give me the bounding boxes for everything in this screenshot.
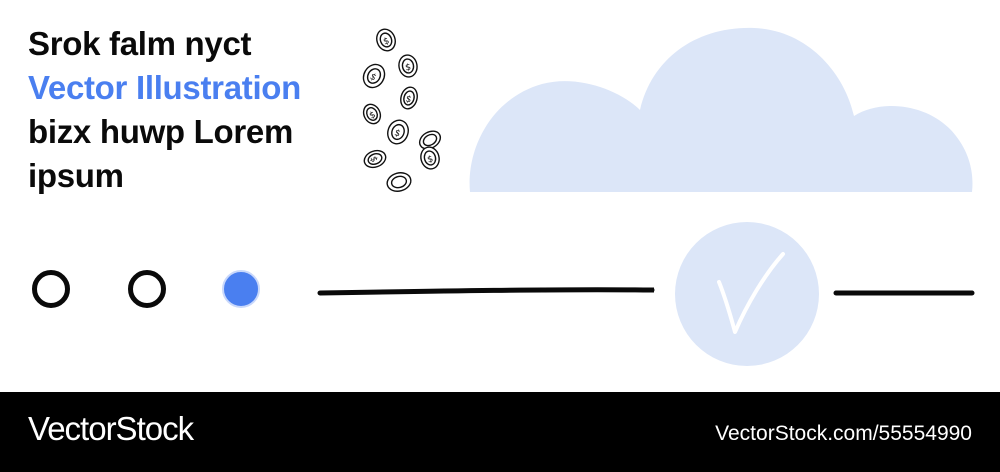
- svg-text:$: $: [368, 72, 378, 84]
- illustration-canvas: Srok falm nyct Vector Illustration bizx …: [28, 22, 975, 366]
- coin-icon: $: [398, 54, 418, 78]
- image-reference: VectorStock.com/55554990: [715, 422, 972, 445]
- progress-line: [317, 287, 975, 296]
- headline-line-3: bizx huwp Lorem: [28, 113, 294, 150]
- step-indicator-1: [32, 270, 70, 308]
- coin-icon: [418, 130, 442, 150]
- cloud-icon: [469, 27, 973, 192]
- step-indicator-2: [128, 270, 166, 308]
- svg-text:$: $: [382, 36, 391, 47]
- headline-line-4: ipsum: [28, 157, 124, 194]
- coin-icon: $: [362, 63, 386, 89]
- svg-text:$: $: [367, 155, 378, 164]
- coin-icon: $: [387, 119, 409, 145]
- svg-text:$: $: [426, 154, 434, 165]
- coin-icon: $: [376, 28, 396, 52]
- svg-text:$: $: [405, 63, 412, 74]
- svg-text:$: $: [404, 94, 412, 105]
- footer-bar: VectorStock VectorStock.com/55554990: [0, 392, 1000, 472]
- step-indicator-3-active: [222, 270, 260, 308]
- brand-logo: VectorStock: [28, 410, 194, 447]
- svg-text:$: $: [368, 110, 377, 121]
- headline-line-1: Srok falm nyct: [28, 25, 252, 62]
- coin-icon: $: [420, 146, 440, 170]
- coin-icon: $: [363, 149, 387, 169]
- svg-text:$: $: [393, 128, 402, 139]
- coin-icon: $: [362, 103, 382, 125]
- coin-icon: [386, 172, 412, 192]
- headline: Srok falm nyct Vector Illustration bizx …: [28, 22, 348, 198]
- headline-line-2: Vector Illustration: [28, 69, 302, 106]
- checkmark-icon: [675, 222, 819, 366]
- coin-icon: $: [400, 86, 418, 110]
- falling-coins-icon: $ $ $ $ $ $: [362, 28, 442, 192]
